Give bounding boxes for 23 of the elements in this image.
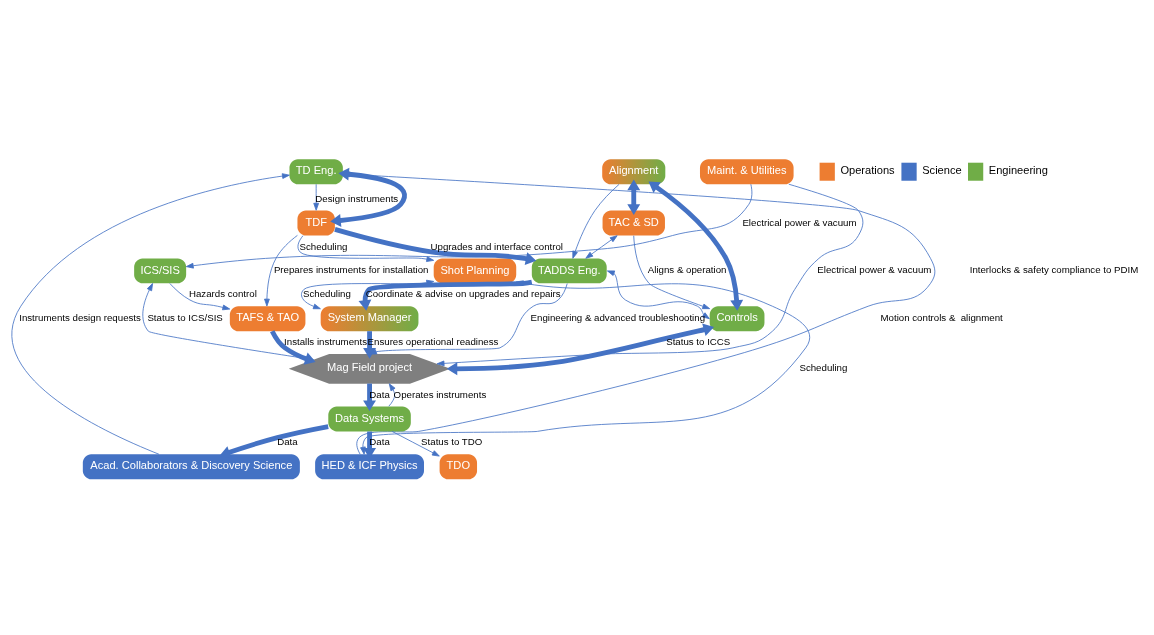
- edge-label: Scheduling: [302, 288, 351, 300]
- label: Motion controls & alignment: [880, 312, 1003, 324]
- legend-label: Operations: [840, 164, 895, 177]
- edge-label: Electrical power & vacuum: [817, 264, 932, 276]
- edge-label: Operates instruments: [393, 388, 487, 400]
- edge-label: Upgrades and interface control: [430, 240, 564, 252]
- edge-label: Status to ICCS: [666, 336, 731, 348]
- edge-label: Installs instruments: [284, 336, 367, 348]
- edge-label: Prepares instruments for installation: [273, 264, 429, 276]
- edge-label: Scheduling: [799, 362, 848, 374]
- edge-label: Status to TDO: [421, 436, 483, 448]
- edge-label: Engineering & advanced troubleshooting: [530, 312, 706, 324]
- legend-label: Engineering: [988, 164, 1048, 177]
- edge-label: Electrical power & vacuum: [742, 216, 857, 228]
- edge-label: Scheduling: [299, 240, 348, 252]
- edge-label: Instruments design requests: [19, 312, 141, 324]
- edge-label: Aligns & operation: [647, 264, 727, 276]
- edge-label: Data: [277, 436, 298, 448]
- edge-label: Hazards control: [188, 288, 257, 300]
- legend-label: Science: [922, 164, 962, 177]
- edge-label: Status to ICS/SIS: [147, 312, 223, 324]
- edge-label: Design instruments: [315, 192, 399, 204]
- label: Interlocks & safety compliance to PDIM: [969, 264, 1139, 276]
